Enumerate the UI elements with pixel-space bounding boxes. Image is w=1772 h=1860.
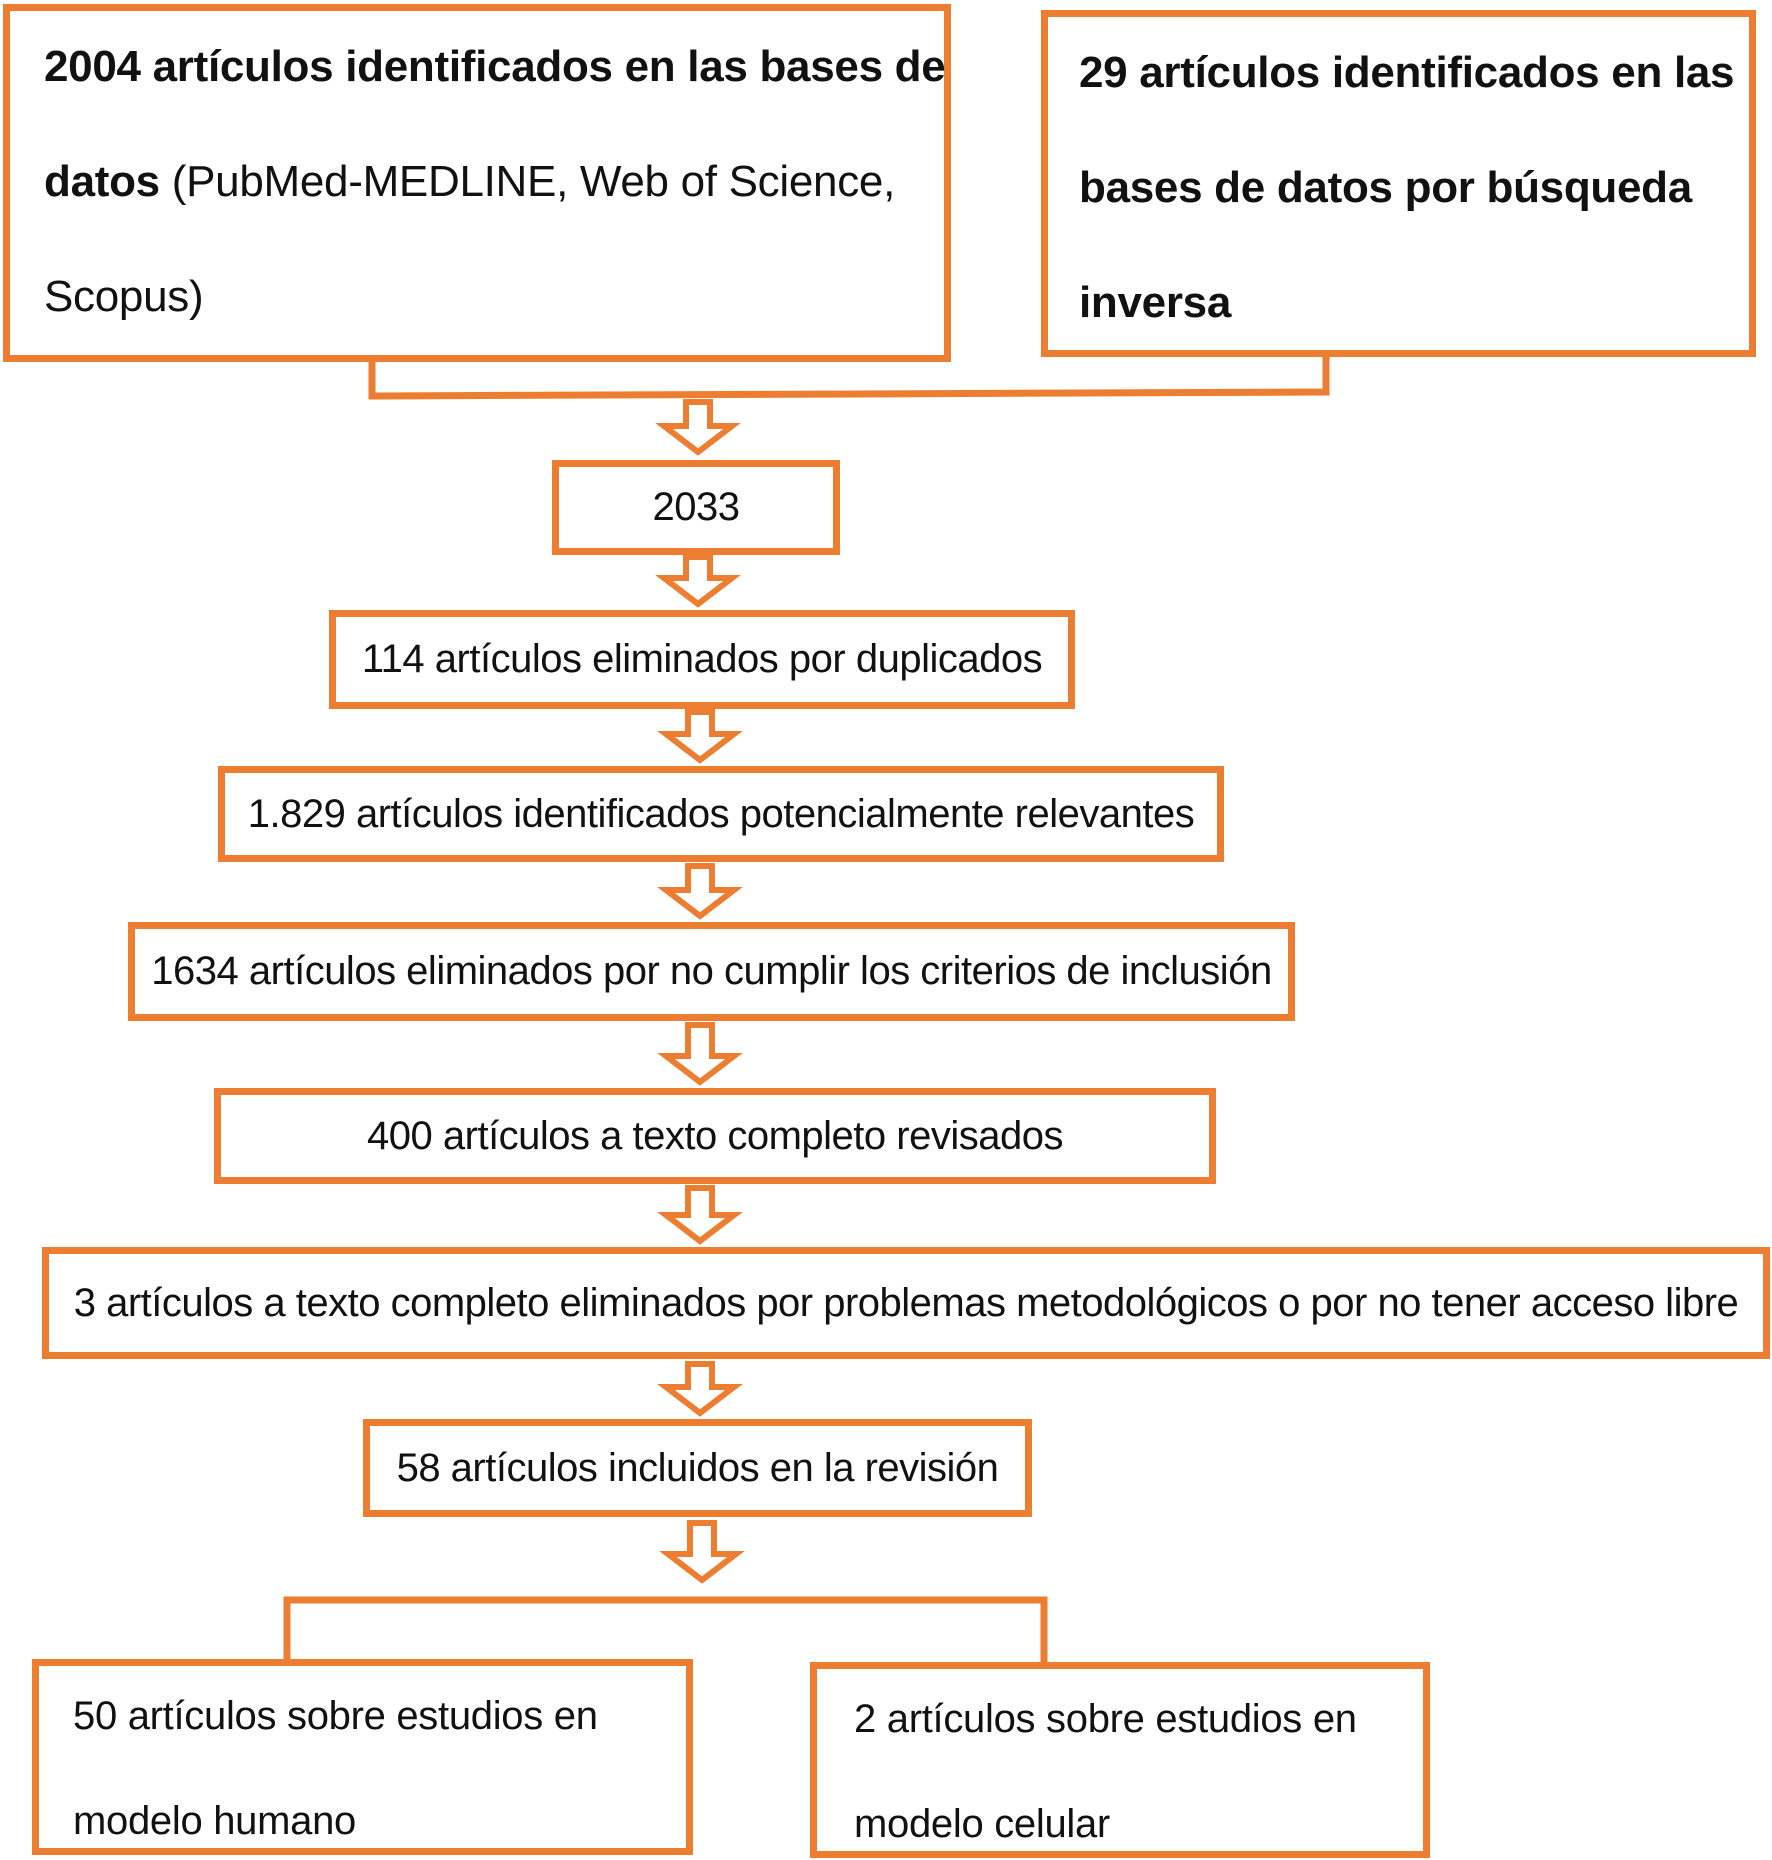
outcome-cellular-box: 2 artículos sobre estudios en modelo cel…	[810, 1662, 1430, 1858]
source-databases-box: 2004 artículos identificados en las base…	[3, 4, 951, 362]
step-box-fulltext: 400 artículos a texto completo revisados	[214, 1088, 1216, 1184]
down-arrow-icon	[657, 1022, 743, 1086]
down-arrow-icon	[657, 709, 743, 764]
down-arrow-icon	[655, 554, 741, 608]
step-label-fulltext: 400 artículos a texto completo revisados	[367, 1113, 1063, 1158]
outcome-human-line1: 50 artículos sobre estudios en	[73, 1694, 598, 1738]
step-label-excluded: 3 artículos a texto completo eliminados …	[73, 1280, 1739, 1325]
split-connector	[283, 1596, 1048, 1662]
down-arrow-icon	[657, 1361, 743, 1417]
step-box-criteria: 1634 artículos eliminados por no cumplir…	[128, 922, 1295, 1021]
step-label-relevant: 1.829 artículos identificados potencialm…	[247, 791, 1195, 836]
source-databases-line2-rest: (PubMed-MEDLINE, Web of Science,	[159, 157, 896, 206]
reverse-search-line3: inversa	[1079, 278, 1232, 327]
source-databases-text: 2004 artículos identificados en las base…	[44, 37, 946, 382]
merge-connector	[368, 356, 1330, 400]
down-arrow-icon	[655, 399, 741, 456]
reverse-search-box: 29 artículos identificados en las bases …	[1041, 10, 1756, 357]
outcome-cellular-line2: modelo celular	[854, 1802, 1110, 1846]
outcome-human-line2: modelo humano	[73, 1799, 356, 1843]
outcome-human-box: 50 artículos sobre estudios en modelo hu…	[32, 1659, 693, 1855]
reverse-search-text: 29 artículos identificados en las bases …	[1079, 43, 1735, 388]
down-arrow-icon	[657, 863, 743, 920]
source-databases-line2-bold: datos	[44, 157, 160, 206]
reverse-search-line1: 29 artículos identificados en las	[1079, 48, 1735, 97]
step-label-criteria: 1634 artículos eliminados por no cumplir…	[151, 949, 1272, 993]
step-label-total: 2033	[652, 485, 740, 529]
source-databases-line3: Scopus)	[44, 272, 204, 321]
reverse-search-line2: bases de datos por búsqueda	[1079, 163, 1692, 212]
step-box-relevant: 1.829 artículos identificados potencialm…	[218, 766, 1224, 862]
step-box-total: 2033	[552, 460, 840, 555]
source-databases-line1: 2004 artículos identificados en las base…	[44, 42, 946, 91]
outcome-cellular-text: 2 artículos sobre estudios en modelo cel…	[854, 1689, 1357, 1860]
step-box-included: 58 artículos incluidos en la revisión	[363, 1419, 1032, 1517]
step-label-included: 58 artículos incluidos en la revisión	[396, 1445, 999, 1490]
down-arrow-icon	[659, 1520, 745, 1584]
down-arrow-icon	[657, 1185, 743, 1245]
outcome-human-text: 50 artículos sobre estudios en modelo hu…	[73, 1686, 598, 1860]
outcome-cellular-line1: 2 artículos sobre estudios en	[854, 1697, 1357, 1741]
step-box-duplicates: 114 artículos eliminados por duplicados	[329, 610, 1075, 709]
step-label-duplicates: 114 artículos eliminados por duplicados	[361, 637, 1043, 681]
step-box-excluded: 3 artículos a texto completo eliminados …	[42, 1247, 1770, 1359]
